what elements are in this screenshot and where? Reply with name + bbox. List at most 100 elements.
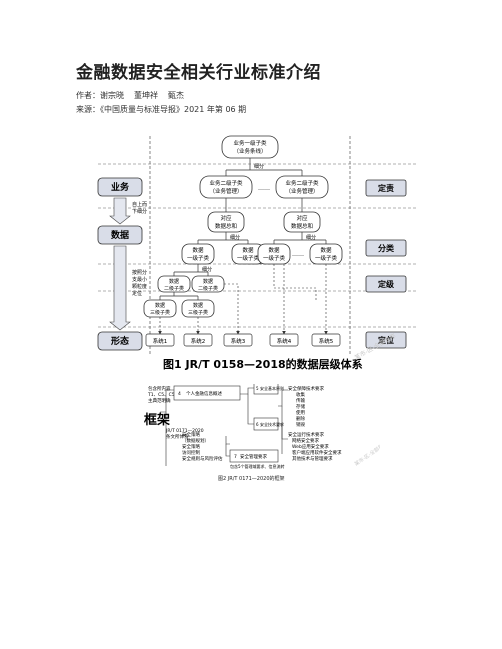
fig2-mgmt-list-5: 安全规则与风险评估 (182, 455, 223, 462)
svg-text:三级子类: 三级子类 (188, 309, 208, 316)
svg-text:删除: 删除 (296, 415, 305, 422)
fig2-right-list-1: 安全保障技术要求 收集 传输 存储 使用 删除 销毁 (288, 385, 324, 428)
svg-text:4: 4 (178, 391, 181, 397)
svg-text:数据总和: 数据总和 (291, 222, 313, 230)
svg-text:（业务条线）: （业务条线） (233, 147, 266, 155)
svg-text:数据: 数据 (203, 278, 213, 285)
fig2-mgmt-list-2: （数据规划） (182, 437, 209, 444)
system-5: 系统5 (311, 333, 341, 347)
right-label-classify: 分类 (365, 239, 407, 257)
svg-text:个人金融信息概述: 个人金融信息概述 (186, 390, 222, 397)
fig2-left-note-2: T1、C5、C5级别 (147, 391, 184, 398)
svg-text:一级子类: 一级子类 (237, 254, 260, 262)
author-2: 董坤祥 (134, 91, 158, 100)
edge-label-refine-2: 细分 (230, 234, 240, 241)
svg-text:定位: 定位 (377, 335, 394, 345)
svg-text:系统3: 系统3 (231, 337, 246, 345)
source-line: 来源：《中国质量与标准导报》2021 年第 06 期 (76, 104, 256, 115)
node-biz-level2-a: 业务二级子类（业务管理） (199, 175, 253, 199)
svg-text:网络安全要求: 网络安全要求 (292, 437, 319, 444)
svg-text:业务: 业务 (111, 181, 130, 193)
system-2: 系统2 (183, 333, 213, 347)
svg-text:系统4: 系统4 (277, 337, 292, 345)
fig2-left-note-3: 主典范明确 (148, 397, 171, 404)
svg-text:数据: 数据 (242, 246, 254, 254)
svg-text:业务二级子类: 业务二级子类 (209, 179, 243, 187)
source-text: 《中国质量与标准导报》2021 年第 06 期 (100, 105, 247, 114)
edge-ellipsis-2: …… (292, 251, 304, 258)
svg-text:数据: 数据 (169, 278, 179, 285)
svg-text:数据: 数据 (193, 302, 203, 309)
svg-text:对应: 对应 (296, 214, 308, 222)
figure-2-caption: 图2 JR/T 0171—2020的框架 (218, 476, 285, 482)
fig2-std-note-1: JR/T 0171—2020 (165, 428, 204, 434)
svg-text:数据: 数据 (155, 302, 165, 309)
svg-text:分类: 分类 (378, 243, 394, 253)
fig2-mgmt-list-4: 访问控制 (182, 449, 200, 456)
svg-text:客户端应用软件安全要求: 客户端应用软件安全要求 (292, 449, 342, 456)
fig2-big-label: 框架 (144, 412, 170, 428)
fig2-left-note-1: 包含所内容 (148, 385, 171, 392)
svg-text:定责: 定责 (377, 183, 394, 193)
system-1: 系统1 (145, 333, 175, 347)
right-label-grade: 定级 (365, 275, 407, 293)
left-label-data: 数据 (97, 225, 143, 245)
svg-text:系统2: 系统2 (191, 337, 206, 345)
svg-text:（业务管理）: （业务管理） (285, 187, 318, 195)
fig2-mgmt-list-1: 安全策略 (182, 431, 200, 438)
author-line: 作者：谢宗晓董坤祥甄杰 (76, 90, 194, 101)
fig2-right-list-2: 安全运行技术要求 网络安全要求 Web应用安全要求 客户端应用软件安全要求 其他… (288, 431, 342, 462)
arrow-text-gran-3: 颗粒度 (132, 283, 147, 290)
svg-text:收集: 收集 (296, 391, 305, 398)
svg-text:系统5: 系统5 (319, 337, 334, 345)
svg-text:数据: 数据 (268, 246, 280, 254)
svg-text:二级子类: 二级子类 (164, 285, 184, 292)
svg-text:形态: 形态 (111, 335, 129, 347)
left-label-form: 形态 (97, 331, 143, 351)
arrow-text-top-down-1: 自上而 (132, 201, 147, 208)
figure-1-data-hierarchy: 业务 数据 形态 自上而 下细分 按照分 支最小 颗粒度 定位 定责 分类 定级… (97, 135, 418, 371)
svg-text:业务二级子类: 业务二级子类 (285, 179, 319, 187)
svg-text:三级子类: 三级子类 (150, 309, 170, 316)
svg-text:一级子类: 一级子类 (187, 254, 210, 262)
svg-text:存储: 存储 (296, 403, 305, 410)
figure-1-caption: 图1 JR/T 0158—2018的数据层级体系 (163, 357, 363, 371)
svg-text:5: 5 (256, 386, 259, 391)
svg-text:其他技术与管理要求: 其他技术与管理要求 (292, 455, 333, 462)
node-biz-level2-b: 业务二级子类（业务管理） (275, 175, 329, 199)
svg-text:7: 7 (234, 454, 237, 460)
author-1: 谢宗晓 (100, 91, 124, 100)
top-down-arrow (109, 197, 131, 225)
svg-text:销毁: 销毁 (296, 421, 305, 428)
svg-text:安全管理要求: 安全管理要求 (240, 453, 267, 460)
author-label: 作者： (76, 91, 100, 100)
granularity-arrow (109, 245, 131, 331)
edge-label-refine-4: 细分 (202, 266, 212, 273)
svg-text:安全技术要求: 安全技术要求 (260, 421, 284, 427)
svg-text:使用: 使用 (296, 409, 305, 416)
edge-ellipsis-1: …… (258, 185, 270, 192)
node-biz-level1: 业务一级子类（业务条线） (221, 135, 279, 159)
svg-text:Web应用安全要求: Web应用安全要求 (292, 443, 329, 450)
arrow-text-gran-1: 按照分 (132, 269, 147, 276)
figure-2-framework: 包含所内容 T1、C5、C5级别 主典范明确 框架 JR/T 0171—2020… (144, 384, 380, 469)
svg-text:安全保障技术要求: 安全保障技术要求 (288, 385, 324, 392)
svg-text:数据总和: 数据总和 (215, 222, 237, 230)
arrow-text-top-down-2: 下细分 (132, 208, 147, 215)
edge-label-refine-3: 细分 (306, 234, 316, 241)
svg-text:系统1: 系统1 (153, 337, 168, 345)
svg-text:一级子类: 一级子类 (315, 254, 338, 262)
svg-text:对应: 对应 (220, 214, 232, 222)
fig2-mgmt-note: 包含5个管理域要求、信息流转 (230, 463, 285, 469)
